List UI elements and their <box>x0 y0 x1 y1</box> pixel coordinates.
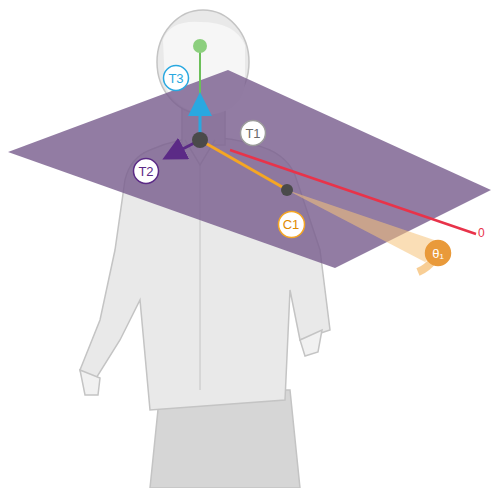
callout-circle: θ₁ <box>424 239 452 267</box>
head-point <box>193 39 207 53</box>
callout-circle: T3 <box>162 64 190 92</box>
angle-wedge <box>287 190 440 262</box>
callout-circle: T2 <box>132 157 160 185</box>
callout-label: T3 <box>168 71 183 86</box>
callout-label: C1 <box>283 217 300 232</box>
origin-point <box>192 132 208 148</box>
c1-point <box>281 184 293 196</box>
zero-reference-line <box>230 150 476 234</box>
callout-label: θ₁ <box>432 246 444 261</box>
callout-circle: C1 <box>277 210 306 239</box>
callout-circle: T1 <box>239 119 267 147</box>
callout-label: T1 <box>245 126 260 141</box>
reference-plane <box>8 70 491 268</box>
callout-label: T2 <box>138 164 153 179</box>
angle-zero-label: 0 <box>478 226 485 240</box>
c1-vector <box>200 140 284 188</box>
head-line <box>199 46 201 98</box>
